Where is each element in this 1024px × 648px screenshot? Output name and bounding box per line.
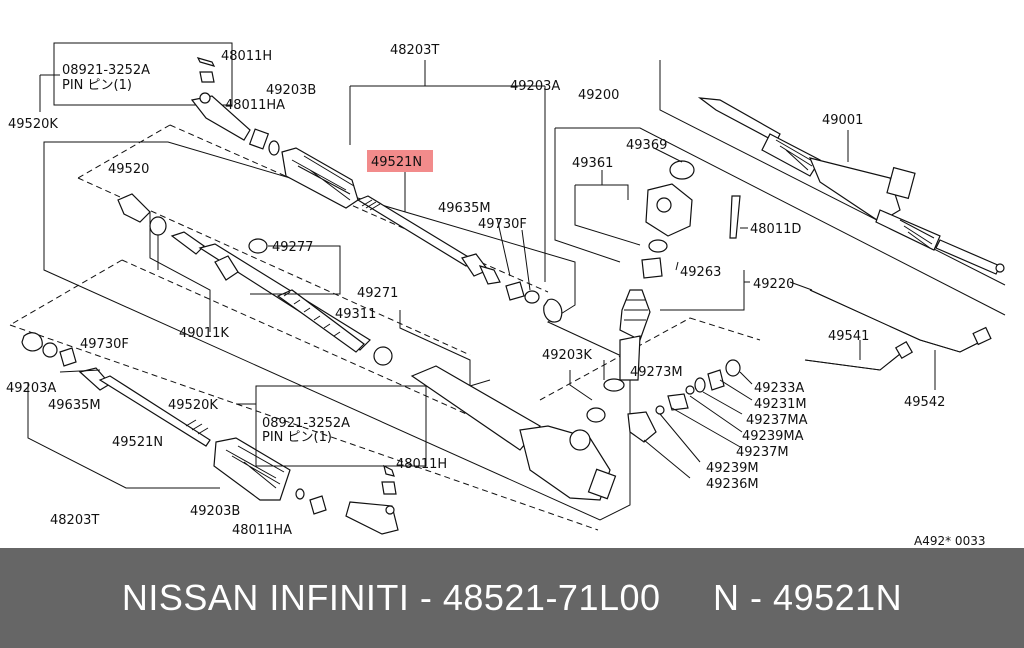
diagram-code: A492* 0033: [914, 534, 985, 548]
label-49239ma: 49239MA: [742, 429, 804, 444]
label-49203a-bot: 49203A: [6, 381, 56, 396]
label-49203b-bot: 49203B: [190, 504, 240, 519]
label-49521n-highlight: 49521N: [371, 155, 422, 170]
clip-49203a-top: [543, 298, 563, 323]
lower-tie-rod-assembly: [21, 332, 427, 535]
valve-parts: [574, 147, 750, 311]
caption-bar: NISSAN INFINITI - 48521-71L00 N - 49521N: [0, 548, 1024, 648]
part-labels: 48203T 48011H 08921-3252A PIN ピン(1) 4952…: [6, 43, 985, 548]
nut-48011h-bot: [381, 481, 397, 495]
label-49369: 49369: [626, 138, 667, 153]
label-49730f-bot: 49730F: [80, 337, 129, 352]
gear-housing-49200: [399, 289, 651, 501]
label-49203a-top: 49203A: [510, 79, 560, 94]
label-49236m: 49236M: [706, 477, 759, 492]
tie-rod-end-bot: [345, 501, 399, 535]
label-08921-bot: 08921-3252A: [262, 416, 350, 431]
clip-49203b-top: [268, 140, 280, 156]
pinion-shaft: [619, 289, 651, 341]
label-49011k: 49011K: [179, 326, 229, 341]
label-49200: 49200: [578, 88, 619, 103]
parts-diagram: 48203T 48011H 08921-3252A PIN ピン(1) 4952…: [6, 42, 1006, 548]
label-49271: 49271: [357, 286, 398, 301]
seal-49203k: [586, 407, 606, 423]
label-49203k: 49203K: [542, 348, 592, 363]
label-49542: 49542: [904, 395, 945, 410]
rack-parts: [117, 193, 393, 366]
label-49521n-bot: 49521N: [112, 435, 163, 450]
pinion: [619, 335, 641, 381]
highlight-box: [367, 150, 433, 172]
label-49231m: 49231M: [754, 397, 807, 412]
rack-teeth: [276, 289, 365, 353]
clip-49203b-bot: [295, 488, 305, 500]
label-49237ma: 49237MA: [746, 413, 808, 428]
nut-48011ha-top: [248, 128, 270, 150]
label-49361: 49361: [572, 156, 613, 171]
label-49635m-bot: 49635M: [48, 398, 101, 413]
upper-tie-rod-assembly: [39, 42, 546, 282]
bolt-48011d: [729, 195, 741, 239]
housing-tube: [410, 365, 541, 451]
ring-49239ma: [685, 385, 695, 395]
label-08921-top: 08921-3252A: [62, 63, 150, 78]
label-49273m: 49273M: [630, 365, 683, 380]
label-49635m-top: 49635M: [438, 201, 491, 216]
label-49277: 49277: [272, 240, 313, 255]
sleeve-49236m: [627, 411, 657, 443]
seal-49369: [669, 160, 695, 180]
spring-49237m: [667, 393, 689, 411]
callout-box-top: [53, 42, 233, 106]
clip-49203a-bot: [21, 332, 43, 352]
bushing-49520: [117, 193, 151, 223]
ring-49239m: [655, 405, 665, 415]
ball-joint-49635m: [478, 265, 501, 285]
label-48203t-bot: 48203T: [50, 513, 99, 528]
label-pin-bot: PIN ピン(1): [262, 430, 332, 445]
label-49263: 49263: [680, 265, 721, 280]
label-49730f-top: 49730F: [478, 217, 527, 232]
washer-49730f-top: [524, 290, 540, 304]
seal-49231m: [707, 369, 725, 391]
seal-49277: [248, 238, 268, 254]
label-48011ha-bot: 48011HA: [232, 523, 292, 538]
label-49239m: 49239M: [706, 461, 759, 476]
label-49220: 49220: [753, 277, 794, 292]
valve-small-parts: [627, 359, 753, 479]
label-49203b-top: 49203B: [266, 83, 316, 98]
pipe-assembly: [789, 281, 992, 390]
nut-48011h-top: [199, 71, 215, 83]
callout-box-bot: [255, 385, 427, 467]
seal-49263: [641, 257, 663, 279]
seal-49277-b: [373, 346, 393, 366]
inner-tie-rod-49521n: [356, 150, 563, 323]
nut-49233a: [725, 359, 741, 377]
seal-49273m: [603, 378, 625, 392]
label-48203t-top: 48203T: [390, 43, 439, 58]
part-number-caption: NISSAN INFINITI - 48521-71L00 N - 49521N: [121, 577, 903, 618]
label-49311: 49311: [335, 307, 376, 322]
label-49520k-bot: 49520K: [168, 398, 218, 413]
ring-49011k: [149, 216, 167, 236]
ball-joint-49635m-bot: [59, 347, 77, 367]
washer-49730f-bot: [42, 342, 58, 358]
gear-assembly-49001: [697, 97, 1005, 275]
nut-48011ha-bot: [309, 495, 327, 515]
label-49237m: 49237M: [736, 445, 789, 460]
label-pin-top: PIN ピン(1): [62, 78, 132, 93]
label-49520k-top: 49520K: [8, 117, 58, 132]
label-48011h-top: 48011H: [221, 49, 272, 64]
label-48011d: 48011D: [750, 222, 801, 237]
label-49541: 49541: [828, 329, 869, 344]
label-48011h-bot: 48011H: [396, 457, 447, 472]
ring-49237ma: [694, 377, 706, 393]
label-48011ha-top: 48011HA: [225, 98, 285, 113]
label-49520: 49520: [108, 162, 149, 177]
label-49001: 49001: [822, 113, 863, 128]
label-49233a: 49233A: [754, 381, 804, 396]
